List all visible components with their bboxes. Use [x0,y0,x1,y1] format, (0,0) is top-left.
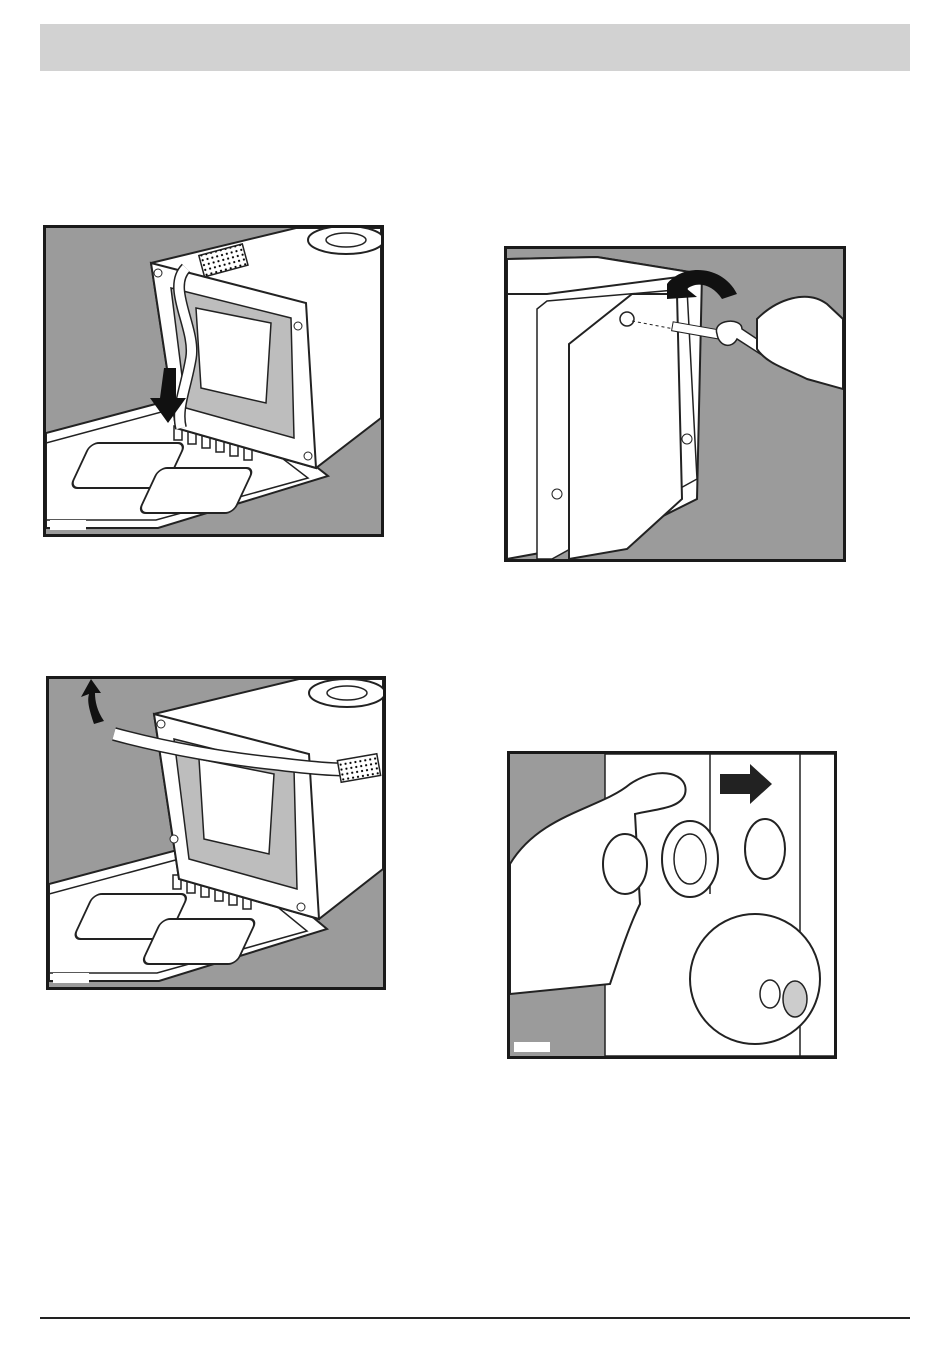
packaging-strap-removal-illustration [49,679,383,987]
footer-rule [40,1317,910,1319]
transit-bolt-removal-with-spanner-illustration [507,249,843,559]
figure-cover-caps [507,751,837,1059]
packaging-strap-into-base-illustration [46,228,381,534]
figure-tag [50,520,86,530]
figure-bolt-removal [504,246,846,562]
figure-tag [53,973,89,983]
header-bar [40,24,910,71]
figure-strap-removal [46,676,386,990]
hole-cover-cap-insertion-illustration [510,754,834,1056]
figure-tag [514,1042,550,1052]
figure-strap-insert [43,225,384,537]
